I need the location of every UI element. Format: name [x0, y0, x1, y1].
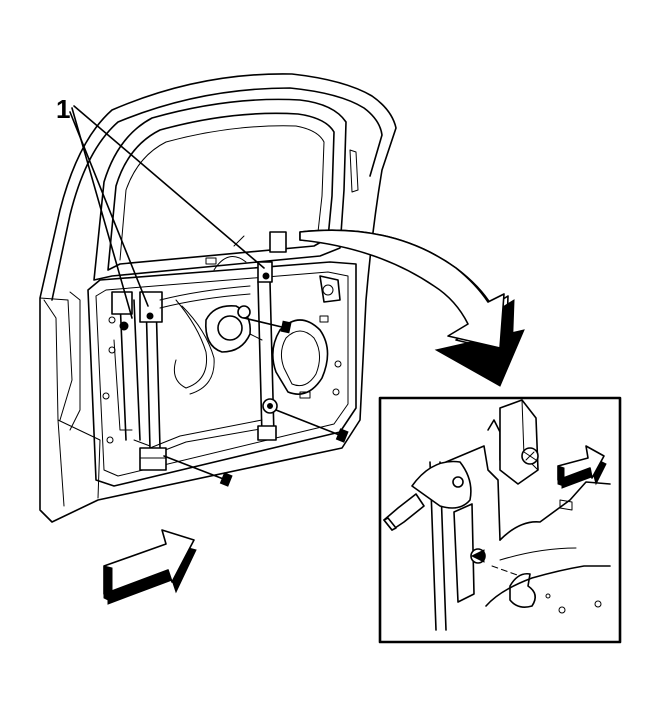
detail-view [378, 396, 622, 644]
window-frame [93, 98, 359, 281]
bolt-icon [163, 455, 233, 487]
bolt-icon [243, 317, 292, 334]
bolt-icon [275, 409, 349, 443]
bolts [163, 317, 349, 487]
callout-label: 1 [56, 94, 70, 124]
door-shell [39, 73, 397, 523]
curved-arrow-icon [299, 229, 525, 387]
callout-1: 1 [56, 94, 265, 319]
direction-arrow-icon [103, 529, 197, 605]
detail-arrow-icon [557, 445, 607, 489]
